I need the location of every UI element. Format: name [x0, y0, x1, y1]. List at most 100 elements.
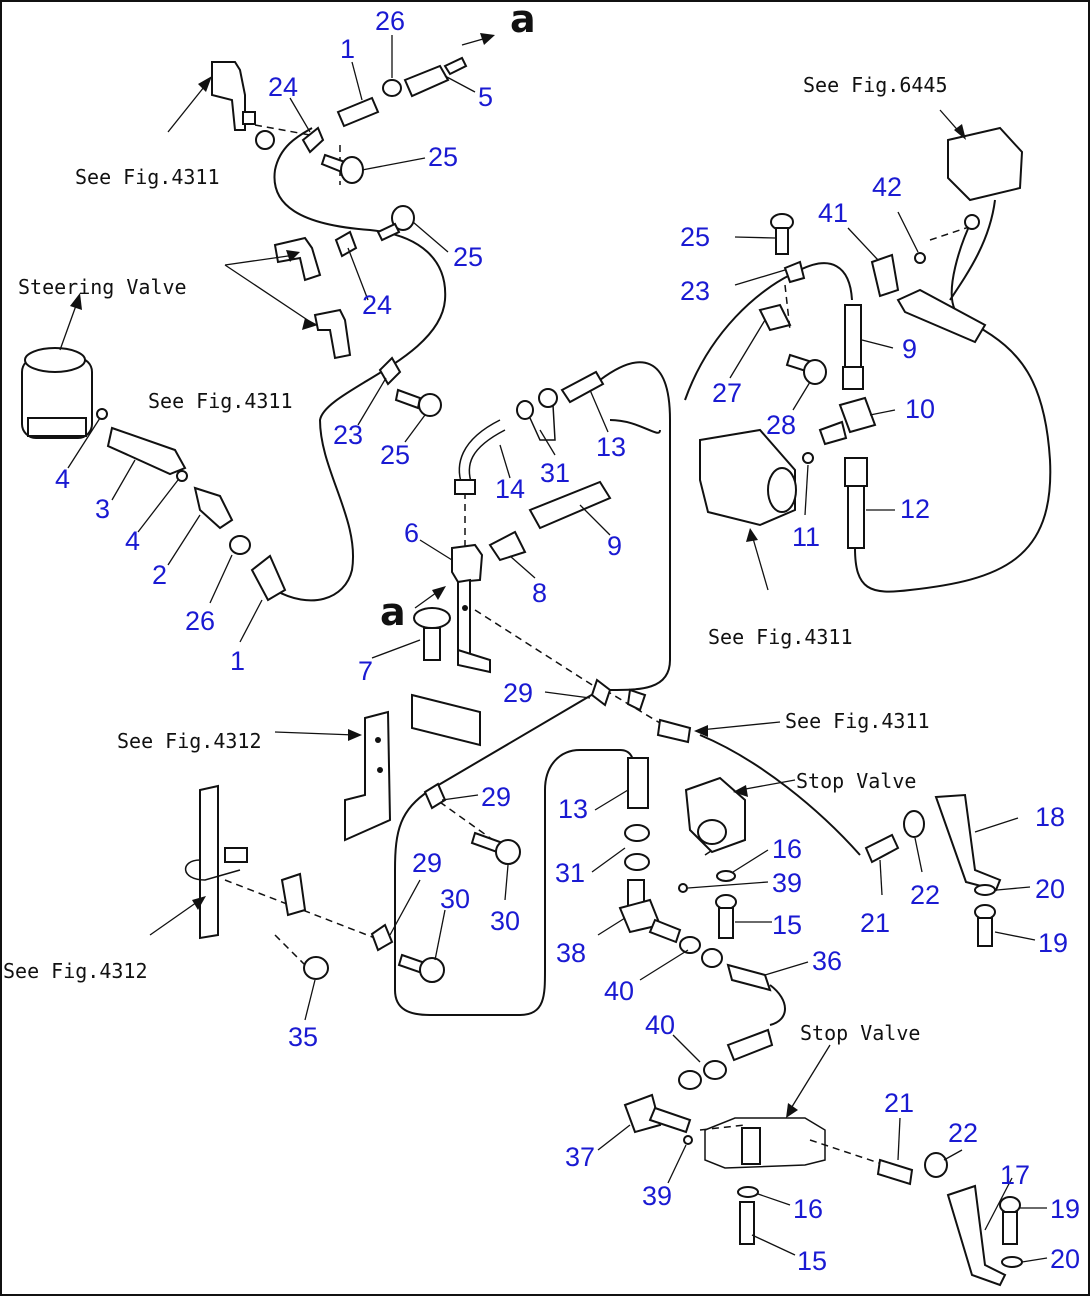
- box-6445-port: [964, 214, 980, 230]
- elbow-2: [193, 486, 234, 530]
- steering-valve-top: [24, 347, 86, 373]
- hose-end-1-bottom: [250, 554, 287, 602]
- bolt-21-upper: [864, 833, 900, 864]
- bracket-top: [211, 61, 246, 131]
- bracket-mid-1: [273, 236, 322, 282]
- callout-number: 40: [604, 976, 634, 1006]
- callout-number: 1: [230, 646, 245, 676]
- callout-number: 20: [1035, 874, 1065, 904]
- clamp-40-lower-a: [678, 1070, 702, 1090]
- callout-number: 9: [902, 334, 917, 364]
- hose-end-9-right: [844, 304, 862, 368]
- fitting-5-tip: [443, 56, 468, 76]
- clamp-31-lower-b: [624, 853, 650, 871]
- bracket-18: [934, 793, 1002, 892]
- bolt-30-b-head: [419, 957, 445, 983]
- clamp-31-a: [516, 400, 534, 420]
- box-6445: [947, 126, 1024, 202]
- callout-number: 4: [125, 526, 140, 556]
- elbow-14-nut: [454, 479, 476, 495]
- bracket-top-nut: [242, 111, 256, 125]
- elbow-37: [623, 1093, 662, 1134]
- bolt-25-second-head: [391, 205, 415, 231]
- hose-end-12-nut: [844, 457, 868, 487]
- hose-9-right-top: [799, 262, 853, 301]
- callout-number: 23: [333, 420, 363, 450]
- callout-number: 2: [152, 560, 167, 590]
- parts: [21, 56, 1024, 1287]
- label-see-fig-4311-right: See Fig.4311: [708, 625, 853, 649]
- fitting-3: [106, 426, 187, 476]
- callout-number: 39: [642, 1181, 672, 1211]
- callout-number: 23: [680, 276, 710, 306]
- elbow-37-side: [648, 1106, 692, 1134]
- callout-number: 5: [478, 82, 493, 112]
- tee-10: [838, 396, 877, 434]
- callout-number: 1: [340, 34, 355, 64]
- callout-number: 29: [481, 782, 511, 812]
- hose-end-1-top: [336, 96, 380, 128]
- clamp-31-bracket: [529, 404, 556, 441]
- fitting-5: [403, 64, 450, 98]
- washer-20-upper: [974, 884, 996, 896]
- bolt-29-a: [656, 718, 692, 744]
- bolt-7-head: [413, 607, 451, 629]
- hose-6445: [949, 199, 996, 301]
- hose-end-41: [896, 288, 987, 344]
- oring-39-upper: [678, 883, 688, 893]
- washer-20-lower: [1001, 1256, 1023, 1268]
- clamp-26-top: [382, 79, 402, 97]
- bolt-21-lower: [876, 1158, 914, 1186]
- callout-number: 24: [268, 72, 298, 102]
- hose-left-loop: [273, 127, 447, 602]
- hose-end-36: [726, 963, 772, 992]
- bolt-25-third-head: [418, 393, 442, 417]
- label-see-fig-4312-left: See Fig.4312: [3, 959, 148, 983]
- callout-number: 9: [607, 531, 622, 561]
- hose-lines: [273, 127, 1052, 1026]
- callout-number: 37: [565, 1142, 595, 1172]
- bolt-7-shank: [423, 627, 441, 661]
- clip-27: [758, 303, 792, 332]
- callout-number: 25: [680, 222, 710, 252]
- callout-number: 31: [555, 858, 585, 888]
- hose-end-9-center: [528, 480, 612, 530]
- hose-stop-valve: [699, 734, 861, 856]
- oring-39-lower: [683, 1135, 693, 1145]
- hose-end-9-right-nut: [842, 366, 864, 390]
- block-6-hole: [462, 605, 468, 611]
- valve-block-port: [767, 467, 797, 513]
- clip-29-a: [590, 678, 612, 707]
- callout-number: 25: [428, 142, 458, 172]
- label-see-fig-4311-top: See Fig.4311: [75, 165, 220, 189]
- plate-small: [280, 872, 307, 917]
- bolt-15-lower: [739, 1201, 755, 1245]
- label-see-fig-4311-stop: See Fig.4311: [785, 709, 930, 733]
- label-stop-valve-2: Stop Valve: [800, 1021, 920, 1045]
- callout-number: 19: [1050, 1194, 1080, 1224]
- callout-number: 29: [412, 848, 442, 878]
- bracket-mid-2: [313, 308, 352, 360]
- bolt-25-top-head: [340, 156, 364, 184]
- callout-number: 25: [380, 440, 410, 470]
- callout-number: 13: [558, 794, 588, 824]
- callout-number: 24: [362, 290, 392, 320]
- callout-number: 18: [1035, 802, 1065, 832]
- bracket-top-washer: [255, 130, 275, 150]
- bolt-25-right-shank: [775, 227, 789, 255]
- hose-right-diag: [684, 274, 791, 401]
- hose-6445-b: [950, 219, 973, 311]
- callout-number: 41: [818, 198, 848, 228]
- elbow-41: [870, 253, 900, 298]
- bracket-17: [946, 1184, 1007, 1287]
- centerlines: [224, 124, 976, 1166]
- callout-number: 15: [772, 910, 802, 940]
- callout-number: 20: [1050, 1244, 1080, 1274]
- bolt-25-third-shank: [394, 388, 422, 410]
- callout-number: 30: [440, 884, 470, 914]
- callout-number: 16: [772, 834, 802, 864]
- clamp-31-b: [538, 388, 558, 408]
- callout-number: 6: [404, 518, 419, 548]
